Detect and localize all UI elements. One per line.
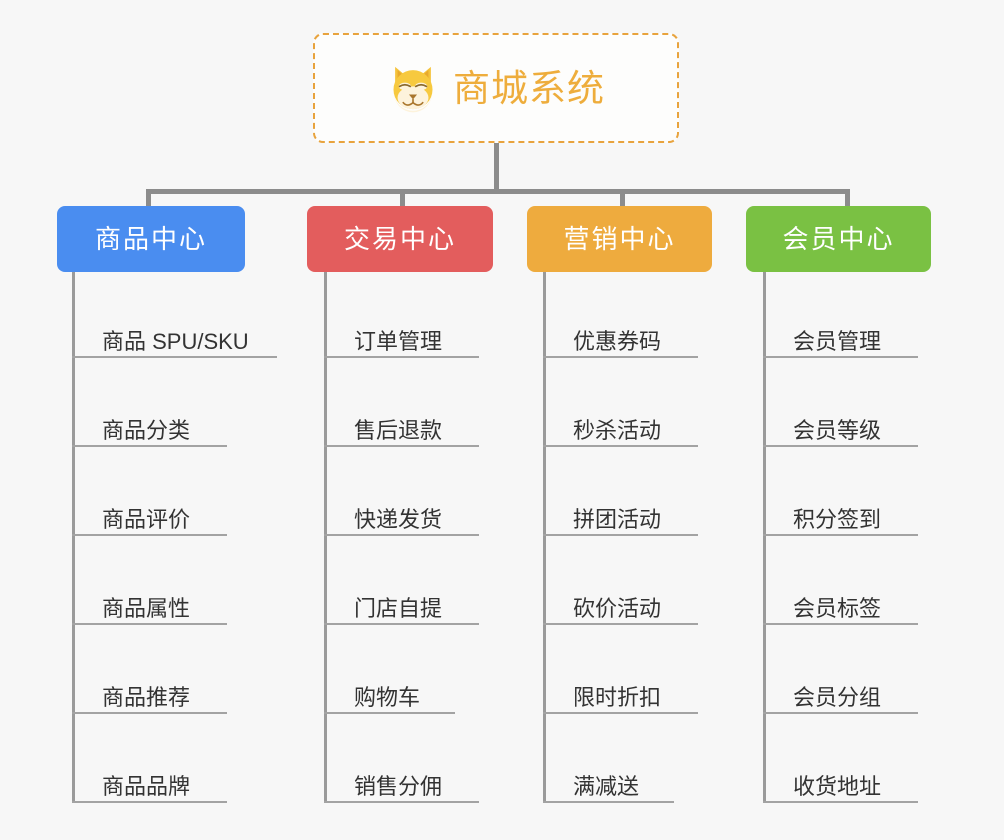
connector-drop-2 (400, 189, 405, 209)
category-title-1: 商品中心 (94, 224, 207, 254)
category-title-3: 营销中心 (563, 224, 676, 254)
leaf-item[interactable]: 门店自提 (324, 579, 479, 625)
category-header-2[interactable]: 交易中心 (307, 206, 493, 272)
leaf-item[interactable]: 售后退款 (324, 401, 479, 447)
leaf-label: 会员标签 (793, 595, 882, 621)
leaf-label: 购物车 (354, 684, 421, 710)
leaf-label: 销售分佣 (354, 773, 443, 799)
leaf-item[interactable]: 会员管理 (763, 312, 918, 358)
trunk-line-1 (72, 272, 75, 802)
leaf-item[interactable]: 购物车 (324, 668, 455, 714)
root-title: 商城系统 (453, 67, 605, 109)
leaf-label: 订单管理 (354, 328, 443, 354)
leaf-label: 会员等级 (793, 417, 882, 443)
connector-drop-1 (146, 189, 151, 209)
leaf-label: 售后退款 (354, 417, 443, 443)
leaf-label: 商品推荐 (102, 684, 191, 710)
leaf-item[interactable]: 商品 SPU/SKU (72, 312, 277, 358)
leaf-item[interactable]: 会员分组 (763, 668, 918, 714)
leaf-label: 拼团活动 (573, 506, 662, 532)
trunk-line-4 (763, 272, 766, 802)
leaf-item[interactable]: 销售分佣 (324, 757, 479, 803)
leaf-label: 商品 SPU/SKU (102, 328, 249, 354)
connector-root-stem (494, 143, 499, 193)
leaf-label: 优惠券码 (573, 328, 662, 354)
leaf-item[interactable]: 秒杀活动 (543, 401, 698, 447)
leaf-label: 商品分类 (102, 417, 191, 443)
leaf-item[interactable]: 积分签到 (763, 490, 918, 536)
root-node[interactable]: 商城系统 (313, 33, 679, 143)
trunk-line-2 (324, 272, 327, 802)
leaf-item[interactable]: 快递发货 (324, 490, 479, 536)
leaf-label: 门店自提 (354, 595, 443, 621)
leaf-label: 限时折扣 (573, 684, 662, 710)
leaf-item[interactable]: 收货地址 (763, 757, 918, 803)
leaf-label: 会员分组 (793, 684, 882, 710)
category-header-1[interactable]: 商品中心 (57, 206, 245, 272)
leaf-label: 商品属性 (102, 595, 191, 621)
leaf-item[interactable]: 优惠券码 (543, 312, 698, 358)
leaf-label: 收货地址 (793, 773, 882, 799)
shiba-dog-icon (393, 66, 433, 113)
leaf-item[interactable]: 拼团活动 (543, 490, 698, 536)
leaf-item[interactable]: 会员标签 (763, 579, 918, 625)
connector-drop-4 (845, 189, 850, 209)
connector-drop-3 (620, 189, 625, 209)
category-title-4: 会员中心 (782, 224, 895, 254)
leaf-label: 会员管理 (793, 328, 882, 354)
trunk-line-3 (543, 272, 546, 802)
leaf-label: 砍价活动 (573, 595, 662, 621)
leaf-item[interactable]: 砍价活动 (543, 579, 698, 625)
leaf-item[interactable]: 商品分类 (72, 401, 227, 447)
leaf-item[interactable]: 会员等级 (763, 401, 918, 447)
leaf-label: 快递发货 (354, 506, 443, 532)
leaf-item[interactable]: 限时折扣 (543, 668, 698, 714)
leaf-label: 秒杀活动 (573, 417, 662, 443)
category-header-4[interactable]: 会员中心 (746, 206, 931, 272)
leaf-label: 商品品牌 (102, 773, 191, 799)
connector-bus-bar (146, 189, 850, 194)
leaf-item[interactable]: 商品推荐 (72, 668, 227, 714)
leaf-label: 满减送 (573, 773, 640, 799)
category-title-2: 交易中心 (343, 224, 456, 254)
leaf-item[interactable]: 商品属性 (72, 579, 227, 625)
leaf-item[interactable]: 订单管理 (324, 312, 479, 358)
leaf-item[interactable]: 满减送 (543, 757, 674, 803)
leaf-label: 积分签到 (793, 506, 882, 532)
leaf-item[interactable]: 商品品牌 (72, 757, 227, 803)
leaf-label: 商品评价 (102, 506, 191, 532)
leaf-item[interactable]: 商品评价 (72, 490, 227, 536)
category-header-3[interactable]: 营销中心 (527, 206, 712, 272)
